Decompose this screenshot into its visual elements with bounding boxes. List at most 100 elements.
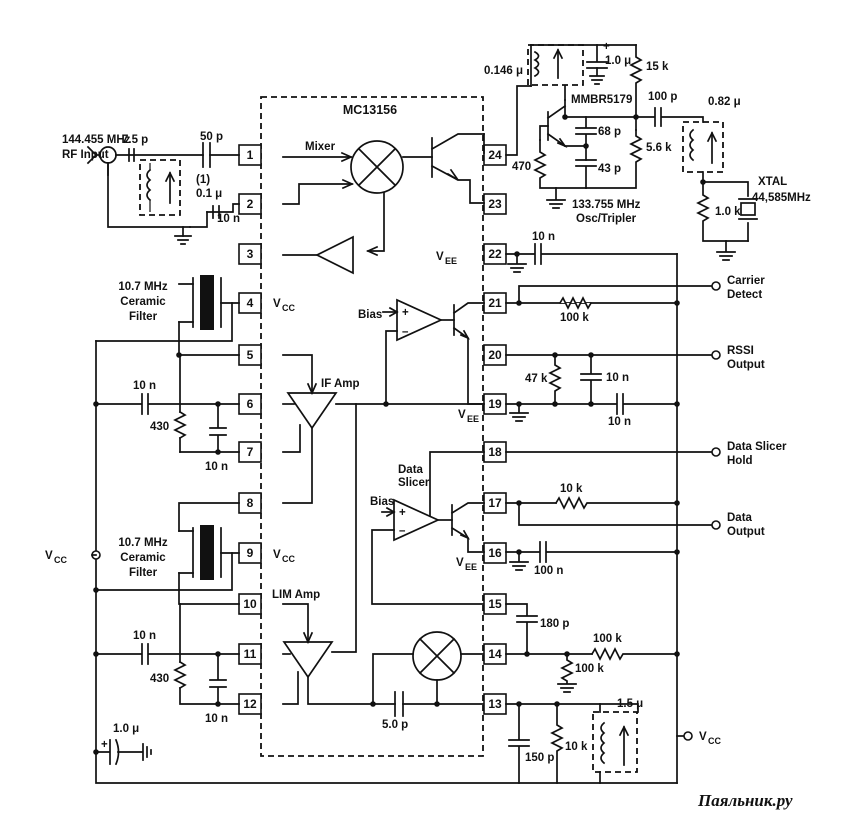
lim-amp: LIM Amp [272, 589, 396, 705]
vee22-sub: EE [445, 256, 457, 266]
vcc-rail-left: V CC 1.0 μ + [45, 340, 678, 784]
rssi-output: RSSI Output 47 k 10 n [505, 345, 765, 405]
res-470: 470 [512, 161, 531, 173]
pin-box [238, 243, 262, 265]
ic-name: MC13156 [343, 103, 397, 117]
bias2-label: Bias [370, 496, 394, 508]
cap-0p1u: 0.1 μ [196, 188, 222, 200]
if-amp: IF Amp [282, 354, 484, 504]
pin-number: 12 [243, 697, 257, 711]
cap-180p: 180 p [540, 618, 569, 630]
dsh-2: Hold [727, 455, 753, 467]
if-amp-label: IF Amp [321, 378, 360, 390]
res-100k-21: 100 k [560, 312, 589, 324]
vee19-v: V [458, 409, 466, 421]
crystal-tank: 0.82 μ 1.0 k XTAL 44,585MHz [682, 96, 811, 261]
pin-number: 4 [247, 296, 254, 310]
carrier-2: Detect [727, 289, 762, 301]
vee16-v: V [456, 557, 464, 569]
lim-input-network: 10 n 430 10 n [93, 603, 240, 725]
vcc-terminal-right [683, 731, 693, 741]
res-100k-14a: 100 k [593, 633, 622, 645]
dsh-terminal [711, 447, 721, 457]
ceramic-filter-2: 10.7 MHz Ceramic Filter V CC [95, 502, 295, 605]
vcc-left-v: V [45, 550, 53, 562]
cap-150p: 150 p [525, 752, 554, 764]
ceramic-filter-1: 10.7 MHz Ceramic Filter V CC [118, 275, 295, 358]
buffer-amp [282, 235, 354, 275]
pin-number: 1 [247, 148, 254, 162]
pin-number: 18 [488, 445, 502, 459]
vcc-right-sub: CC [708, 736, 721, 746]
res-10k-17: 10 k [560, 483, 583, 495]
lim-amp-label: LIM Amp [272, 589, 320, 601]
cap-10n-20: 10 n [606, 372, 629, 384]
cap-10n-7: 10 n [205, 461, 228, 473]
pin-box [483, 193, 507, 215]
xtal-label: XTAL [758, 176, 787, 188]
osc-tripler: Osc/Tripler [576, 213, 637, 225]
plus1: + [402, 307, 409, 319]
pin-number: 15 [488, 597, 502, 611]
pin-number: 2 [247, 197, 254, 211]
plus-cap-b: + [101, 739, 108, 751]
pin-box [483, 542, 507, 564]
filter1-c: Filter [129, 311, 158, 323]
carrier-detect-terminal [711, 281, 721, 291]
pin-number: 20 [488, 348, 502, 362]
res-47k: 47 k [525, 373, 548, 385]
cap-10n-12: 10 n [205, 713, 228, 725]
xtal-freq: 44,585MHz [752, 192, 811, 204]
pin-number: 10 [243, 597, 257, 611]
filter2-a: 10.7 MHz [118, 537, 167, 549]
cap-10n-6: 10 n [133, 380, 156, 392]
slicer-label-2: Slicer [398, 477, 430, 489]
cap-68p: 68 p [598, 126, 621, 138]
ind-082: 0.82 μ [708, 96, 741, 108]
pin-number: 17 [488, 496, 502, 510]
note-1: (1) [196, 174, 210, 186]
res-56k: 5.6 k [646, 142, 672, 154]
ic-body [260, 96, 484, 757]
cap-43p: 43 p [598, 163, 621, 175]
pin15-14-network: 180 p 100 k 100 k [505, 603, 678, 693]
if-input-network: 10 n 430 10 n [93, 302, 240, 473]
pin-number: 11 [244, 647, 257, 661]
slicer-label-1: Data [398, 464, 424, 476]
data-slicer-hold: Data Slicer Hold [505, 441, 787, 467]
ind-0146: 0.146 μ [484, 65, 523, 77]
res-430b: 430 [150, 673, 169, 685]
vee22-v: V [436, 251, 444, 263]
data-output: 10 k Data Output [505, 483, 765, 538]
vcc-right-v: V [699, 731, 707, 743]
carrier-comparator: Bias + – [358, 298, 485, 405]
res-1k: 1.0 k [715, 206, 741, 218]
pin-number: 6 [247, 397, 254, 411]
oscillator: 0.146 μ + 1.0 μ 15 k MMBR5179 470 68 p 4… [484, 41, 704, 225]
res-430a: 430 [150, 421, 169, 433]
pin-number: 16 [488, 546, 502, 560]
carrier-1: Carrier [727, 275, 765, 287]
cap-7p5: 7.5 p [122, 134, 148, 146]
filter2-c: Filter [129, 567, 158, 579]
transistor-label: MMBR5179 [571, 94, 632, 106]
osc-freq: 133.755 MHz [572, 199, 641, 211]
pin-number: 7 [247, 445, 254, 459]
cap-5p: 5.0 p [382, 719, 408, 731]
pin-number: 23 [488, 197, 502, 211]
cap-10n-a: 10 n [217, 213, 240, 225]
quad-tank: 150 p 10 k 1.5 μ [505, 698, 643, 784]
filter1-a: 10.7 MHz [118, 281, 167, 293]
minus2: – [399, 525, 406, 537]
pin16-network: V EE 100 n [456, 541, 678, 577]
pin-number: 21 [488, 296, 502, 310]
vcc4-sub: CC [282, 303, 295, 313]
data-output-terminal [711, 520, 721, 530]
rssi-2: Output [727, 359, 765, 371]
vcc9-v: V [273, 549, 281, 561]
cap-10n-19: 10 n [608, 416, 631, 428]
